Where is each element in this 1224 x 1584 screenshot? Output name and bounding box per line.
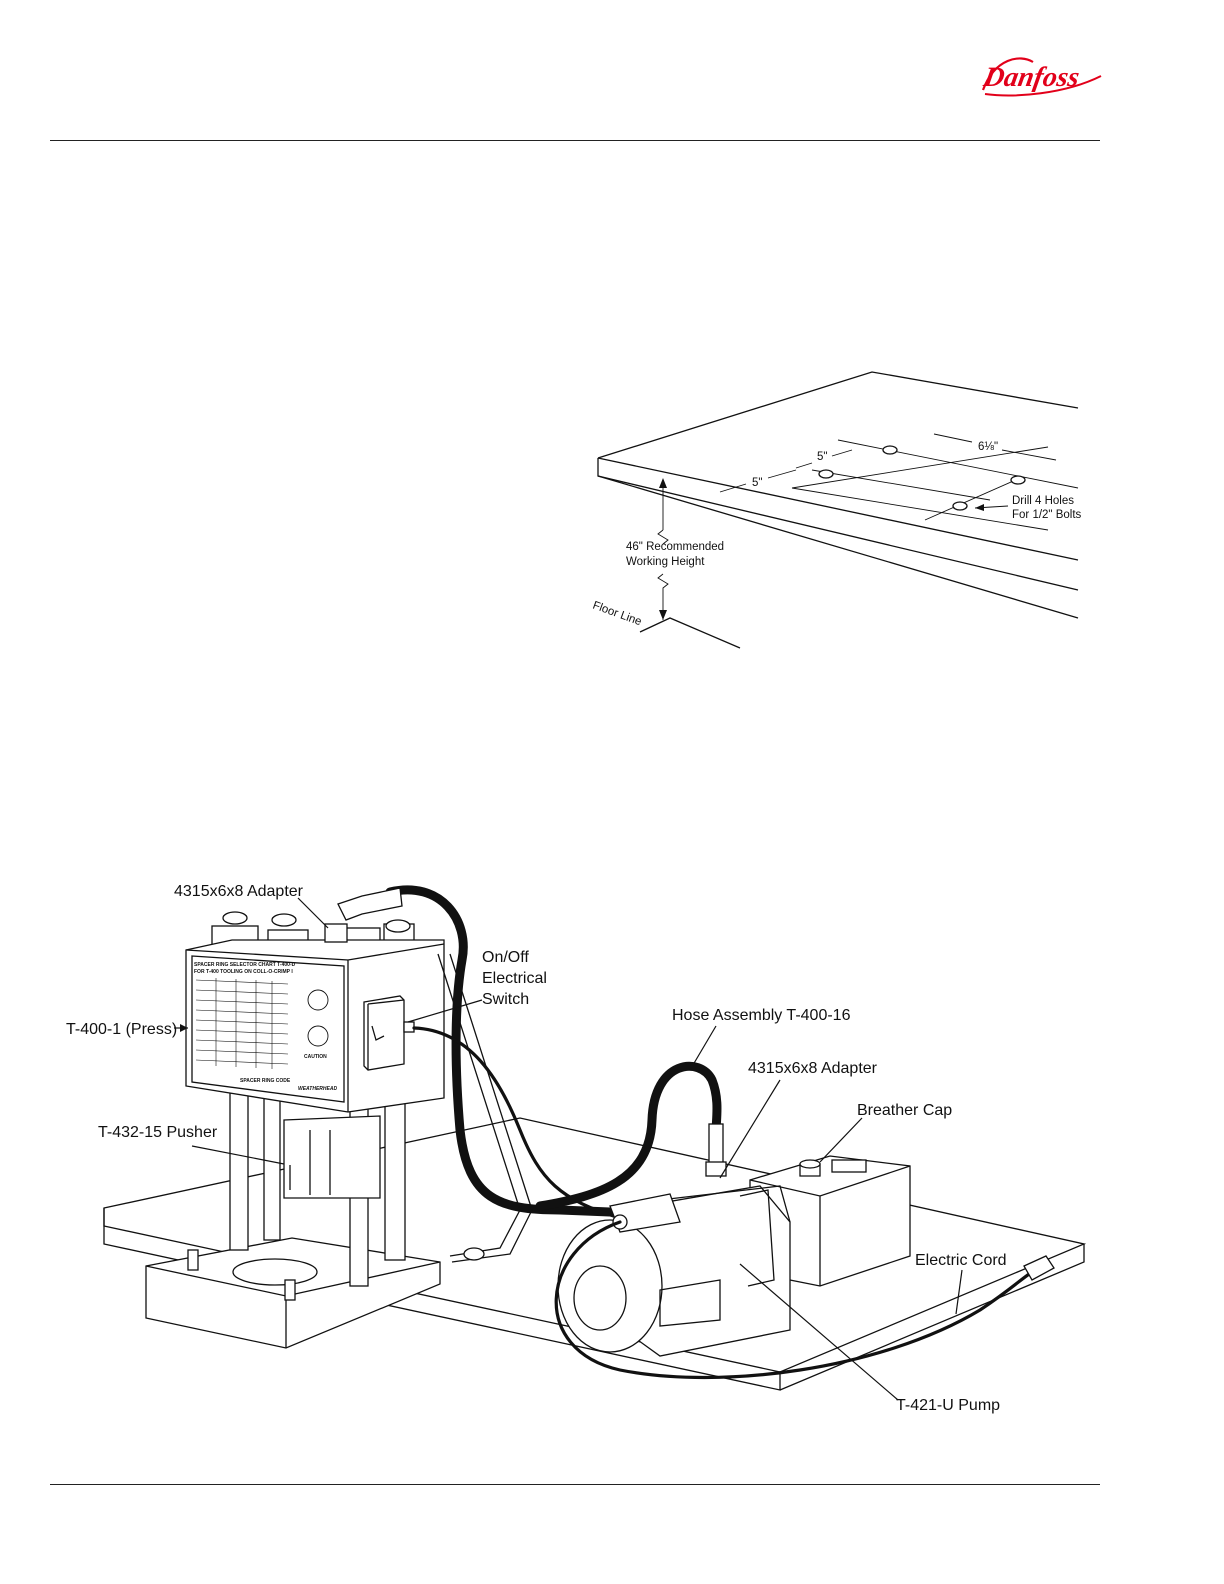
label-switch-line1: On/Off: [482, 949, 529, 966]
height-label-line2: Working Height: [626, 556, 705, 568]
drill-note-line2: For 1/2" Bolts: [1012, 509, 1082, 521]
on-off-switch-box: [363, 995, 405, 1071]
label-adapter-top: 4315x6x8 Adapter: [174, 883, 304, 900]
hole-marker: [818, 469, 834, 479]
electric-cord: [554, 1220, 1034, 1380]
label-switch-line2: Electrical: [482, 970, 547, 987]
bench-mounting-diagram: 5" 5" 6⅛" Drill 4 Holes For 1/2" Bolts 4…: [591, 371, 1082, 649]
floor-line: [639, 617, 741, 649]
danfoss-logo: Danfoss: [980, 57, 1102, 97]
hose-assembly-t400-16: [535, 1061, 722, 1211]
adapter-fitting-press: [324, 923, 348, 943]
adapter-fitting-pump: [708, 1123, 724, 1165]
height-label-line1: 46" Recommended: [626, 541, 724, 553]
chart-code: SPACER RING CODE: [240, 1078, 291, 1084]
chart-title-1: SPACER RING SELECTOR CHART T-400-D: [194, 962, 296, 968]
header-rule: [50, 140, 1100, 141]
chart-brand: WEATHERHEAD: [298, 1086, 337, 1092]
label-press: T-400-1 (Press): [66, 1021, 177, 1038]
footer-rule: [50, 1484, 1100, 1485]
drill-note-line1: Drill 4 Holes: [1012, 495, 1074, 507]
label-pusher: T-432-15 Pusher: [98, 1124, 218, 1141]
hole-marker: [952, 501, 968, 511]
dim-label-width: 6⅛": [978, 441, 998, 453]
hole-marker: [882, 445, 898, 455]
label-breather-cap: Breather Cap: [857, 1102, 952, 1119]
pusher: [283, 1115, 381, 1199]
label-hose-assembly: Hose Assembly T-400-16: [672, 1007, 851, 1024]
hole-marker: [1010, 475, 1026, 485]
chart-caution: CAUTION: [304, 1054, 327, 1060]
label-electric-cord: Electric Cord: [915, 1252, 1007, 1269]
brand-wordmark: Danfoss: [980, 62, 1081, 93]
hose-assembly-press: [385, 885, 615, 1217]
spacer-ring-selector-chart: SPACER RING SELECTOR CHART T-400-D FOR T…: [191, 955, 345, 1103]
pump-motor: [557, 1185, 791, 1357]
label-pump: T-421-U Pump: [896, 1397, 1000, 1414]
label-adapter-pump: 4315x6x8 Adapter: [748, 1060, 878, 1077]
electric-plug: [1023, 1255, 1055, 1281]
label-switch-line3: Switch: [482, 991, 529, 1008]
chart-title-2: FOR T-400 TOOLING ON COLL-O-CRIMP I: [194, 969, 293, 975]
dim-label-5b: 5": [817, 451, 827, 463]
dim-label-5a: 5": [752, 477, 762, 489]
